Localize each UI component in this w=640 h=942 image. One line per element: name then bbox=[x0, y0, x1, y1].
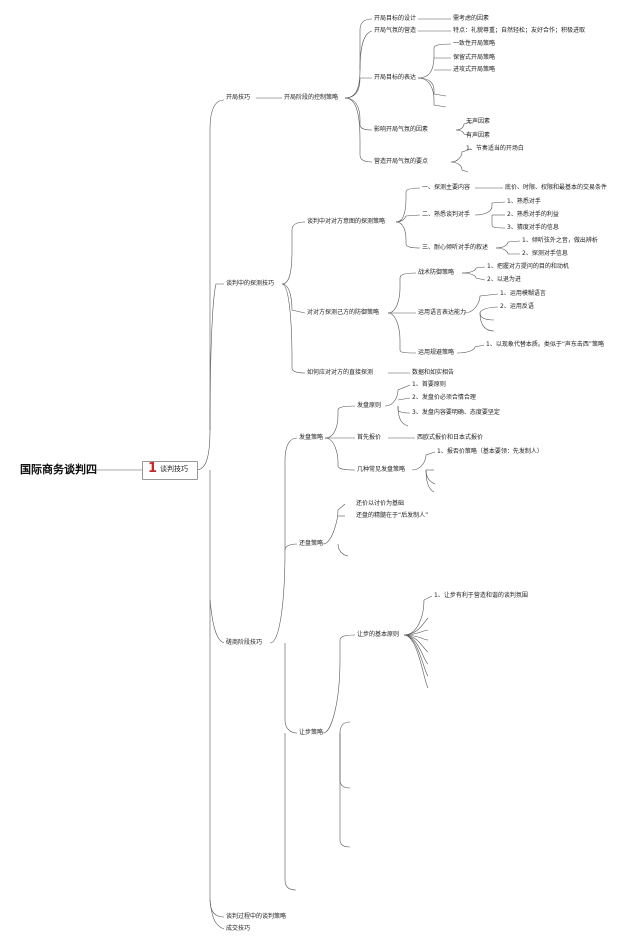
leaf-yuanze-3[interactable]: 3、发盘内容要明确、态度要坚定 bbox=[412, 409, 500, 416]
node-f2[interactable]: 运用语言表达能力 bbox=[418, 309, 467, 316]
leaf-qifen[interactable]: 特点：礼貌尊重；自然轻松；友好合作；积极进取 bbox=[453, 27, 586, 34]
node-d1[interactable]: 一、探测主要内容 bbox=[422, 184, 471, 191]
node-rangbu[interactable]: 让步策略 bbox=[299, 729, 324, 736]
leaf-d3-1[interactable]: 1、倾听弦外之音，做出辨析 bbox=[522, 237, 598, 244]
node-yingxiang[interactable]: 影响开局气氛的因素 bbox=[374, 126, 429, 133]
leaf-f1-1[interactable]: 1、把握对方提问的目的和动机 bbox=[487, 263, 569, 270]
node-mubiao-biaoda[interactable]: 开局目标的表达 bbox=[374, 74, 417, 81]
leaf-d1[interactable]: 底价、时限、权限和最基本的交易条件 bbox=[505, 184, 608, 191]
node-rangbu-yuanze[interactable]: 让步的基本原则 bbox=[357, 631, 400, 638]
leaf-yuanze-1[interactable]: 1、首要原则 bbox=[412, 381, 446, 388]
root-title[interactable]: 国际商务谈判四 bbox=[20, 463, 97, 476]
leaf-f3[interactable]: 1、以现象代替本质。类似于“声东击西”策略 bbox=[486, 341, 605, 348]
node-shouxian[interactable]: 首先报价 bbox=[357, 434, 382, 441]
node-d3[interactable]: 三、耐心倾听对手的叙述 bbox=[422, 244, 489, 251]
main-topic-box[interactable] bbox=[142, 461, 198, 480]
leaf-biaoda-1[interactable]: 一致性开局策略 bbox=[453, 40, 496, 47]
leaf-f2-2[interactable]: 2、运用反语 bbox=[500, 303, 534, 310]
node-huanpan[interactable]: 还盘策略 bbox=[299, 540, 324, 547]
node-chengjiao[interactable]: 成交技巧 bbox=[226, 925, 251, 932]
node-fangyu[interactable]: 对对方探测己方的防御策略 bbox=[307, 309, 380, 316]
leaf-yingxiang-1[interactable]: 无声因素 bbox=[466, 118, 491, 125]
node-tance[interactable]: 谈判中的探测技巧 bbox=[226, 280, 275, 287]
leaf-yaodian[interactable]: 1、节奏适当的开场白 bbox=[466, 145, 524, 152]
node-jizhong[interactable]: 几种常见发盘策略 bbox=[357, 466, 406, 473]
leaf-shouxian[interactable]: 西欧式报价和日本式报价 bbox=[417, 434, 484, 441]
node-yaodian[interactable]: 营造开局气氛的要点 bbox=[374, 158, 429, 165]
leaf-jizhong[interactable]: 1、报否价策略（基本要领：先发制人） bbox=[437, 448, 543, 455]
node-mubiao-sheji[interactable]: 开局目标的设计 bbox=[374, 15, 417, 22]
leaf-d3-2[interactable]: 2、探测对手信息 bbox=[522, 250, 568, 257]
leaf-d2-3[interactable]: 3、猜度对手的信息 bbox=[507, 224, 559, 231]
leaf-yuanze-2[interactable]: 2、发盘价必须合情合理 bbox=[412, 394, 476, 401]
node-zhijie[interactable]: 如何应对对方的直接探测 bbox=[307, 369, 374, 376]
node-qifen[interactable]: 开局气氛的营造 bbox=[374, 27, 417, 34]
leaf-d2-2[interactable]: 2、熟悉对手的利益 bbox=[507, 211, 559, 218]
main-topic-label[interactable]: 谈判技巧 bbox=[160, 465, 188, 473]
node-f3[interactable]: 运用规避策略 bbox=[418, 349, 455, 356]
node-kaiju-control[interactable]: 开局阶段的控制策略 bbox=[284, 94, 339, 101]
main-spine bbox=[195, 99, 225, 471]
leaf-rangbu[interactable]: 1、让步有利于营造和谐的谈判氛围 bbox=[434, 592, 528, 599]
leaf-d2-1[interactable]: 1、熟悉对手 bbox=[507, 198, 541, 205]
topic-number-badge: 1 bbox=[148, 461, 158, 476]
leaf-zhijie[interactable]: 数据和如实相告 bbox=[412, 369, 455, 376]
leaf-biaoda-2[interactable]: 保留式开局策略 bbox=[453, 54, 496, 61]
node-d2[interactable]: 二、熟悉谈判对手 bbox=[422, 211, 471, 218]
leaf-f1-2[interactable]: 2、以退为进 bbox=[487, 276, 521, 283]
node-fapan-yuanze[interactable]: 发盘原则 bbox=[357, 402, 382, 409]
leaf-biaoda-3[interactable]: 进攻式开局策略 bbox=[453, 66, 496, 73]
node-f1[interactable]: 战术防御策略 bbox=[418, 269, 455, 276]
leaf-f2-1[interactable]: 1、运用模糊语言 bbox=[500, 290, 546, 297]
node-duifang-yitu[interactable]: 谈判中对对方意图的探测策略 bbox=[307, 218, 386, 225]
leaf-mubiao-sheji[interactable]: 需考虑的因素 bbox=[453, 15, 490, 22]
leaf-huanpan-1[interactable]: 还价以讨价为基础 bbox=[356, 500, 405, 507]
leaf-huanpan-2[interactable]: 还盘的精髓在于“后发制人” bbox=[356, 512, 429, 519]
node-zhongqi[interactable]: 谈判过程中的谈判策略 bbox=[226, 913, 287, 920]
node-fapan[interactable]: 发盘策略 bbox=[299, 434, 324, 441]
leaf-yingxiang-2[interactable]: 有声因素 bbox=[466, 132, 491, 139]
node-kaiju[interactable]: 开局技巧 bbox=[226, 94, 251, 101]
node-cuoshang[interactable]: 磋商阶段技巧 bbox=[226, 639, 263, 646]
